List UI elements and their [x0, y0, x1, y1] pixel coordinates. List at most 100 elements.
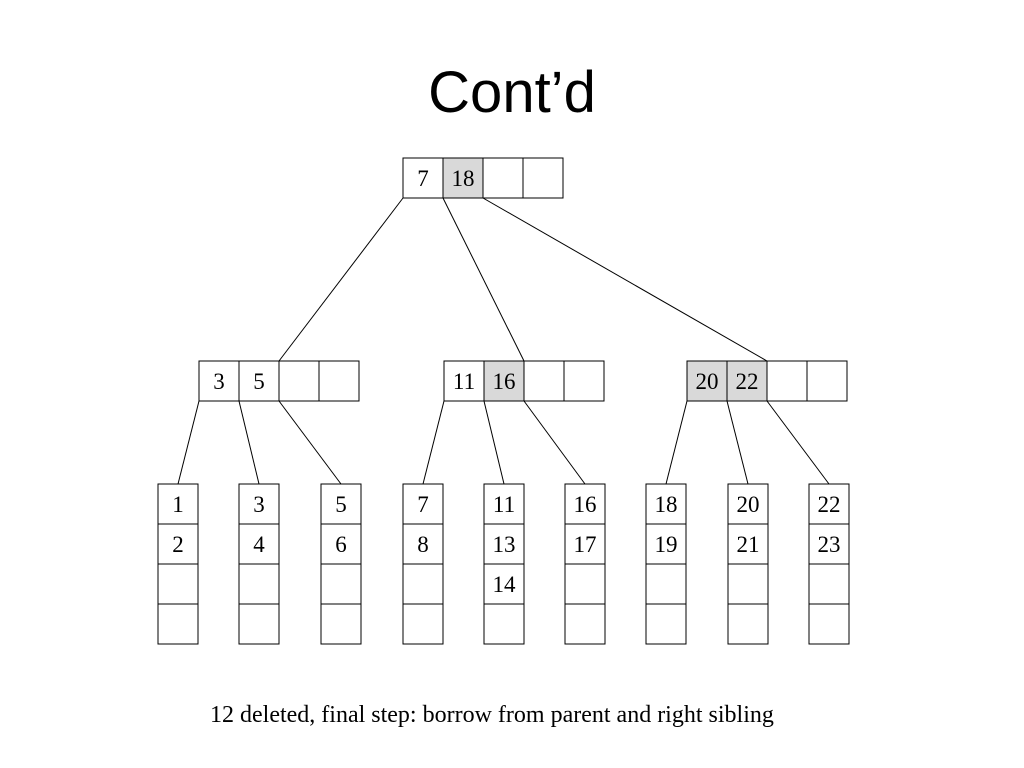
node-cell	[522, 157, 564, 199]
leaf-cell	[320, 603, 362, 645]
leaf-key: 8	[417, 532, 429, 557]
leaf-cell	[727, 483, 769, 525]
leaf-key: 17	[574, 532, 597, 557]
tree-edge	[766, 400, 830, 485]
node-key: 3	[213, 369, 225, 394]
node-cell	[278, 360, 320, 402]
tree-edge	[177, 400, 200, 485]
leaf-cell	[727, 563, 769, 605]
leaf-cell	[238, 523, 280, 565]
leaf-cell	[157, 603, 199, 645]
leaf-key: 14	[493, 572, 517, 597]
leaf-cell	[238, 603, 280, 645]
leaf-key: 18	[655, 492, 678, 517]
tree-edge	[482, 197, 768, 362]
leaf-cell	[402, 563, 444, 605]
tree-edge	[483, 400, 505, 485]
leaf-cell	[808, 483, 850, 525]
node-cell	[483, 360, 525, 402]
tree-edge	[665, 400, 688, 485]
leaf-key: 5	[335, 492, 347, 517]
leaf-cell	[157, 523, 199, 565]
node-cell	[482, 157, 524, 199]
leaf-key: 1	[172, 492, 184, 517]
slide-title: Cont’d	[428, 60, 596, 125]
leaf-cell	[483, 603, 525, 645]
leaf-key: 13	[493, 532, 516, 557]
root-node: 7 18	[402, 157, 564, 199]
leaf-node: 22 23	[808, 483, 850, 645]
tree-edge	[278, 197, 404, 362]
leaf-key: 3	[253, 492, 265, 517]
node-key: 16	[493, 369, 516, 394]
diagram-caption: 12 deleted, final step: borrow from pare…	[210, 702, 774, 728]
leaf-key: 16	[574, 492, 597, 517]
tree-edge	[278, 400, 342, 485]
leaf-key: 20	[737, 492, 760, 517]
tree-edge	[726, 400, 749, 485]
node-key: 20	[696, 369, 719, 394]
leaf-cell	[238, 563, 280, 605]
tree-edge	[238, 400, 260, 485]
leaf-cell	[564, 563, 606, 605]
node-key: 18	[452, 166, 475, 191]
leaf-key: 21	[737, 532, 760, 557]
leaf-node: 78	[402, 483, 444, 645]
leaf-key: 6	[335, 532, 347, 557]
node-cell	[442, 157, 484, 199]
node-cell	[806, 360, 848, 402]
node-key: 11	[453, 369, 475, 394]
node-key: 22	[736, 369, 759, 394]
leaf-cell	[320, 523, 362, 565]
leaf-cell	[645, 563, 687, 605]
tree-edges	[177, 197, 830, 485]
node-cell	[198, 360, 240, 402]
leaf-cell	[645, 523, 687, 565]
leaf-node: 34	[238, 483, 280, 645]
node-key: 7	[417, 166, 429, 191]
leaf-key: 2	[172, 532, 184, 557]
node-cell	[238, 360, 280, 402]
leaf-cell	[564, 603, 606, 645]
node-cell	[726, 360, 768, 402]
leaf-key: 7	[417, 492, 429, 517]
leaf-cell	[564, 523, 606, 565]
leaf-cell	[402, 523, 444, 565]
leaf-cell	[157, 563, 199, 605]
node-cell	[402, 157, 444, 199]
leaf-cell	[483, 563, 525, 605]
leaf-cell	[402, 603, 444, 645]
node-cell	[563, 360, 605, 402]
leaf-cell	[320, 483, 362, 525]
leaf-cell	[645, 483, 687, 525]
leaf-key: 22	[818, 492, 841, 517]
node-key: 5	[253, 369, 265, 394]
tree-edge	[442, 197, 525, 362]
leaf-key: 4	[253, 532, 265, 557]
node-cell	[318, 360, 360, 402]
leaf-cell	[483, 483, 525, 525]
leaf-node: 56	[320, 483, 362, 645]
leaf-cell	[157, 483, 199, 525]
node-cell	[443, 360, 485, 402]
leaf-key: 23	[818, 532, 841, 557]
leaf-cell	[808, 563, 850, 605]
internal-node: 11 16	[443, 360, 605, 402]
tree-edge	[422, 400, 445, 485]
leaf-cell	[808, 603, 850, 645]
leaf-cell	[645, 603, 687, 645]
tree-edge	[523, 400, 586, 485]
leaf-cell	[320, 563, 362, 605]
leaf-cell	[727, 523, 769, 565]
leaf-cell	[564, 483, 606, 525]
leaf-cell	[483, 523, 525, 565]
leaf-cell	[727, 603, 769, 645]
